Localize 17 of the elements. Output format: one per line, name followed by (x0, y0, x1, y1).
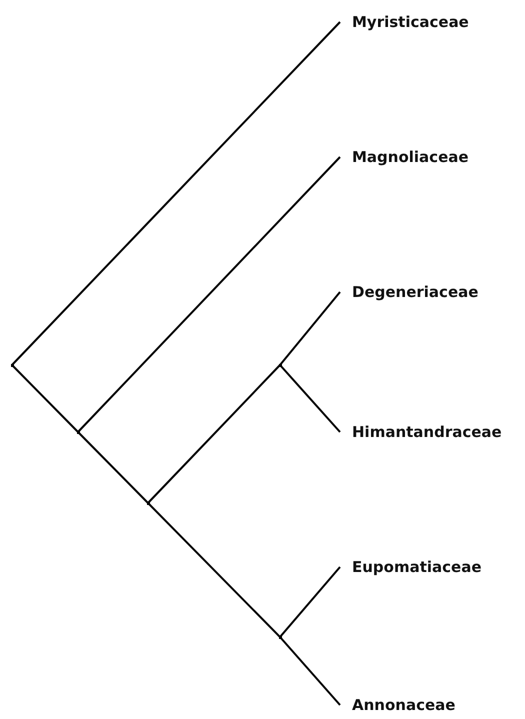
taxon-label: Eupomatiaceae (352, 558, 482, 576)
branch-line (279, 566, 341, 638)
branch-line (147, 364, 281, 504)
branch-line (11, 364, 79, 433)
taxon-label: Himantandraceae (352, 423, 502, 441)
branch-line (279, 291, 341, 366)
taxon-label: Magnoliaceae (352, 148, 469, 166)
branch-line (77, 156, 341, 433)
branch-line (77, 431, 149, 504)
branch-line (279, 364, 341, 433)
branch-line (147, 502, 281, 638)
branch-line (11, 21, 341, 366)
branch-line (279, 636, 341, 706)
branch-node (10, 364, 14, 366)
taxon-label: Annonaceae (352, 696, 456, 714)
taxon-label: Degeneriaceae (352, 283, 478, 301)
taxon-label: Myristicaceae (352, 13, 469, 31)
